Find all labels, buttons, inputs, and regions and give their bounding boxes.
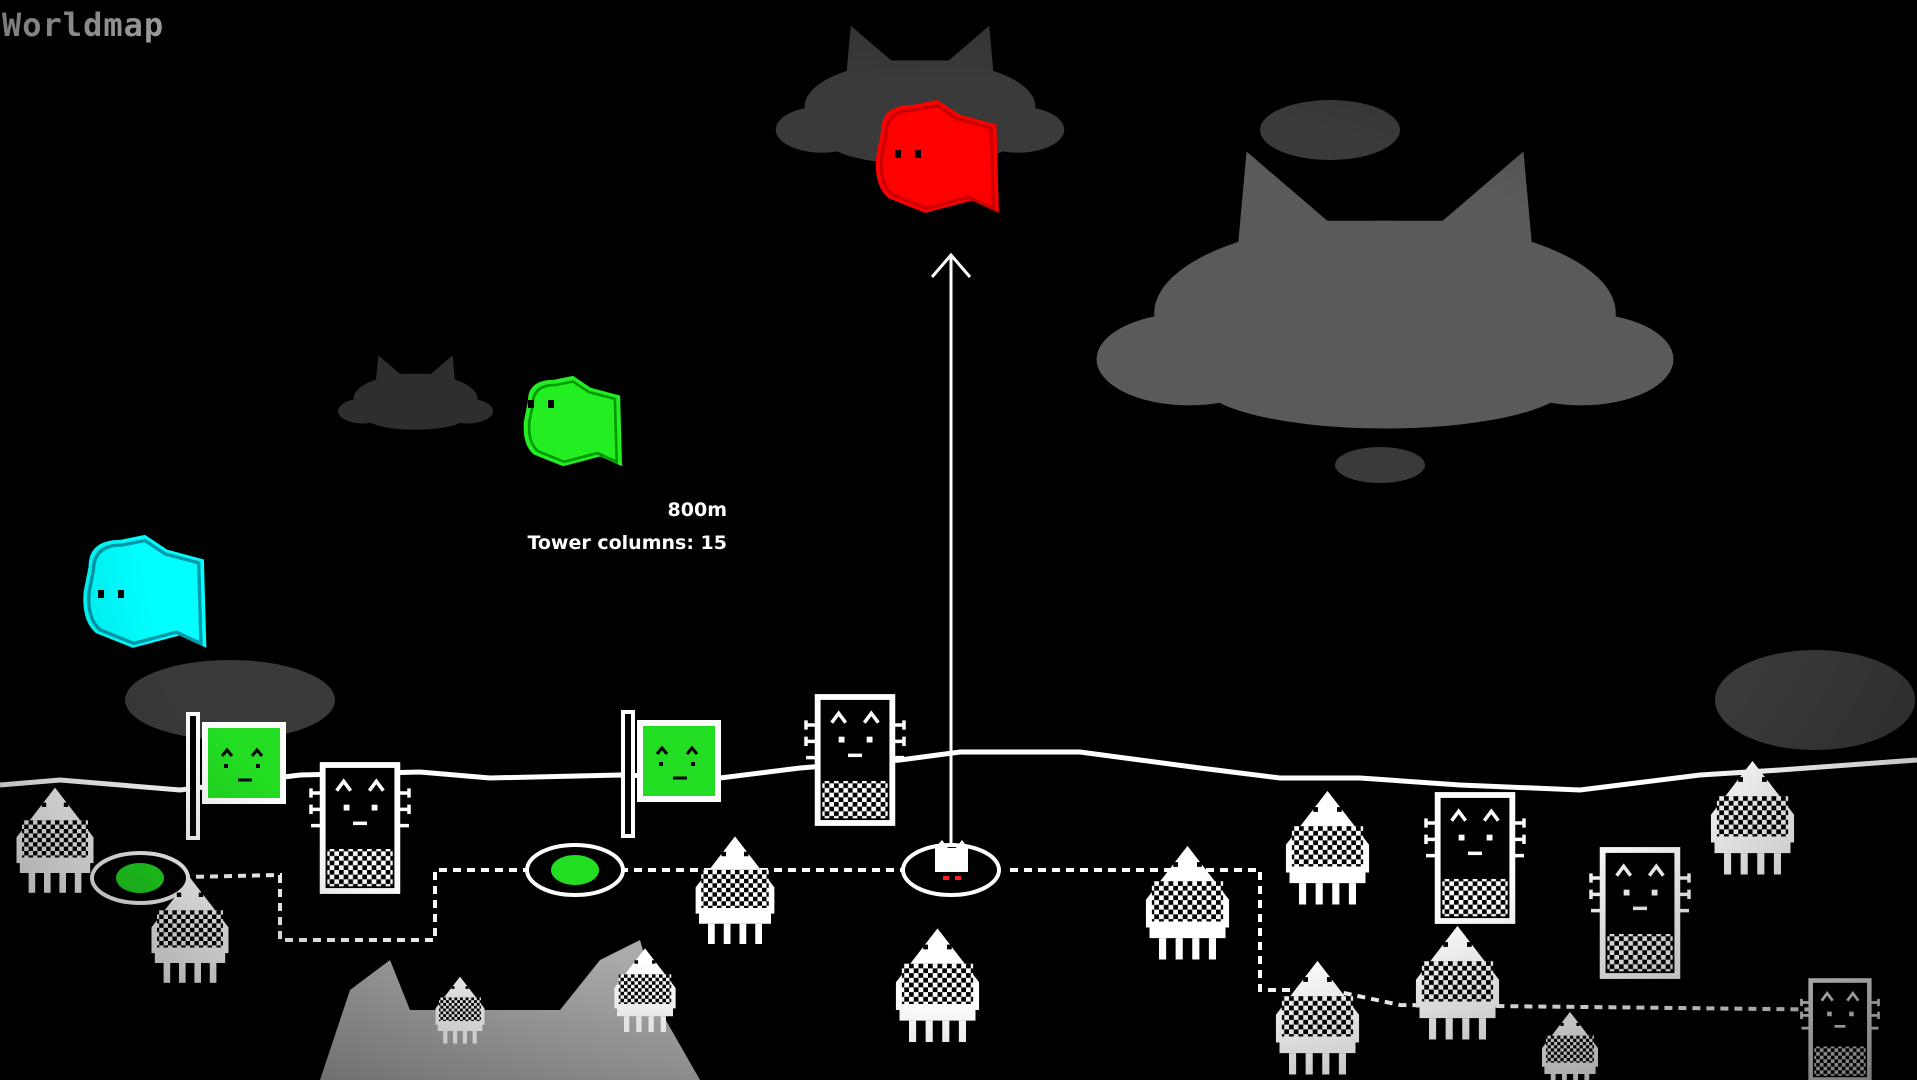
onigiri-creature-icon <box>1415 926 1500 1041</box>
ghost-icon[interactable] <box>83 534 207 648</box>
onigiri-creature-icon <box>695 837 775 946</box>
level-node-cleared[interactable] <box>90 851 190 905</box>
tower-icon <box>1591 850 1689 976</box>
ghost-icon[interactable] <box>523 375 623 467</box>
tower-distance-label: 800m <box>667 499 727 521</box>
tower-icon <box>1426 795 1524 921</box>
level-node-cleared[interactable] <box>525 843 625 897</box>
flag-icon <box>188 714 286 838</box>
tower-columns-label: Tower columns: 15 <box>527 532 727 554</box>
tower-icon <box>311 765 409 891</box>
tower-icon <box>806 697 904 823</box>
onigiri-creature-icon <box>1541 1012 1599 1080</box>
screen-title: Worldmap <box>2 6 165 44</box>
flag-icon <box>623 712 721 836</box>
tower-icon <box>1802 981 1879 1080</box>
onigiri-creature-icon <box>16 788 94 894</box>
onigiri-creature-icon <box>1285 791 1370 906</box>
onigiri-creature-icon <box>1145 846 1230 961</box>
onigiri-creature-icon <box>1710 761 1795 876</box>
onigiri-creature-icon <box>1275 961 1360 1076</box>
onigiri-creature-icon <box>895 929 980 1044</box>
cat-cloud-icon <box>1096 151 1674 429</box>
ground-line <box>0 749 1917 793</box>
cat-cloud-icon <box>338 355 493 430</box>
